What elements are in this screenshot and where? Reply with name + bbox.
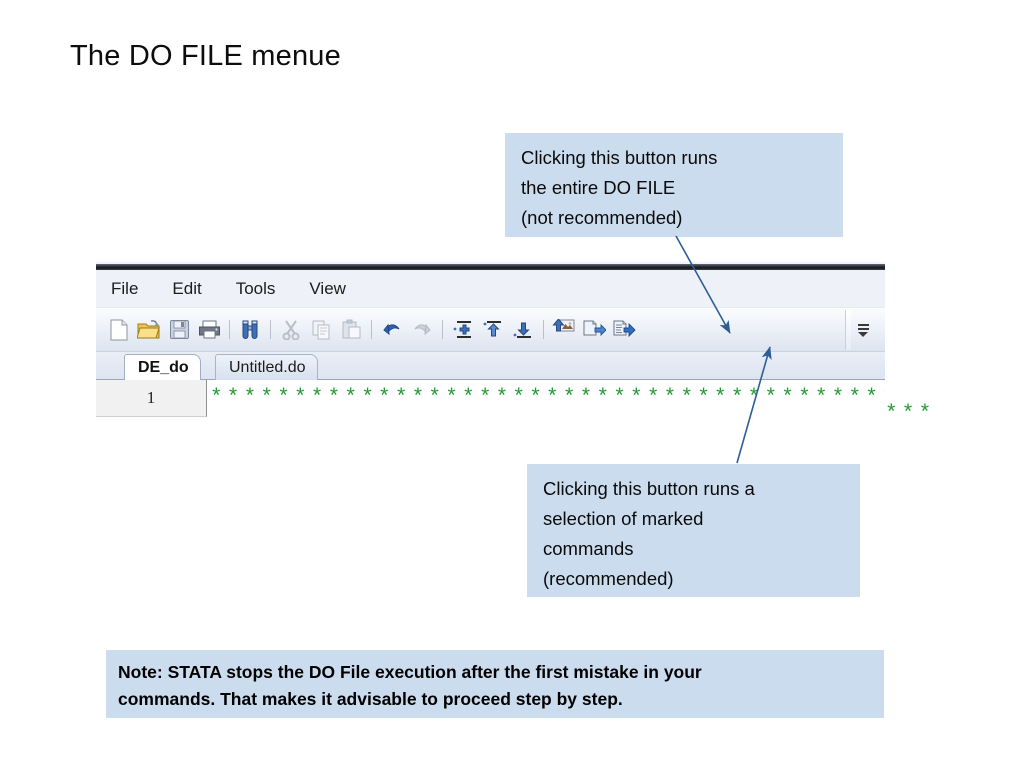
paste-icon: [336, 315, 366, 345]
toolbar-overflow-chevron-icon[interactable]: [857, 318, 869, 342]
cut-scissors-icon: [276, 315, 306, 345]
code-text-overflow: ***: [885, 403, 936, 426]
window-top-highlight: [96, 262, 885, 264]
previous-bookmark-icon[interactable]: [478, 315, 508, 345]
save-floppy-icon[interactable]: [164, 315, 194, 345]
line-number: 1: [146, 388, 156, 407]
menu-item-edit[interactable]: Edit: [172, 278, 202, 298]
open-folder-icon[interactable]: [134, 315, 164, 345]
window-title-bar-strip: [96, 262, 885, 270]
toolbar-separator: [442, 320, 443, 339]
redo-arrow-icon: [407, 315, 437, 345]
next-bookmark-icon[interactable]: [508, 315, 538, 345]
menu-bar: File Edit Tools View: [96, 270, 885, 307]
menu-item-tools[interactable]: Tools: [235, 278, 276, 298]
note-box: Note: STATA stops the DO File execution …: [106, 650, 884, 718]
menu-item-view[interactable]: View: [309, 278, 346, 298]
undo-arrow-icon[interactable]: [377, 315, 407, 345]
stata-dofile-editor-window: File Edit Tools View: [96, 262, 885, 438]
code-line-1[interactable]: ****************************************…: [208, 380, 885, 416]
toolbar-separator: [270, 320, 271, 339]
page-title: The DO FILE menue: [70, 40, 341, 72]
do-selection-icon[interactable]: [579, 315, 609, 345]
tab-label: Untitled.do: [229, 358, 306, 376]
toolbar-separator: [543, 320, 544, 339]
toolbar-end-cap: [845, 310, 851, 350]
toolbar: [96, 307, 885, 351]
tab-strip: DE_do Untitled.do: [96, 351, 885, 380]
tab-untitled-do[interactable]: Untitled.do: [215, 354, 318, 380]
tab-de-do[interactable]: DE_do: [124, 354, 201, 380]
code-editor-area[interactable]: 1 **************************************…: [96, 379, 885, 438]
find-binoculars-icon[interactable]: [235, 315, 265, 345]
code-text: ****************************************…: [210, 386, 885, 410]
menu-item-file[interactable]: File: [111, 278, 139, 298]
callout-run-entire-do-file: Clicking this button runs the entire DO …: [505, 133, 843, 237]
print-icon[interactable]: [194, 315, 224, 345]
copy-icon: [306, 315, 336, 345]
callout-run-selection: Clicking this button runs a selection of…: [527, 464, 860, 597]
toggle-bookmark-icon[interactable]: [448, 315, 478, 345]
line-number-gutter: 1: [96, 380, 207, 417]
do-file-icon[interactable]: [609, 315, 639, 345]
preview-icon[interactable]: [549, 315, 579, 345]
tab-label: DE_do: [138, 358, 189, 376]
toolbar-separator: [229, 320, 230, 339]
new-file-icon[interactable]: [104, 315, 134, 345]
toolbar-separator: [371, 320, 372, 339]
